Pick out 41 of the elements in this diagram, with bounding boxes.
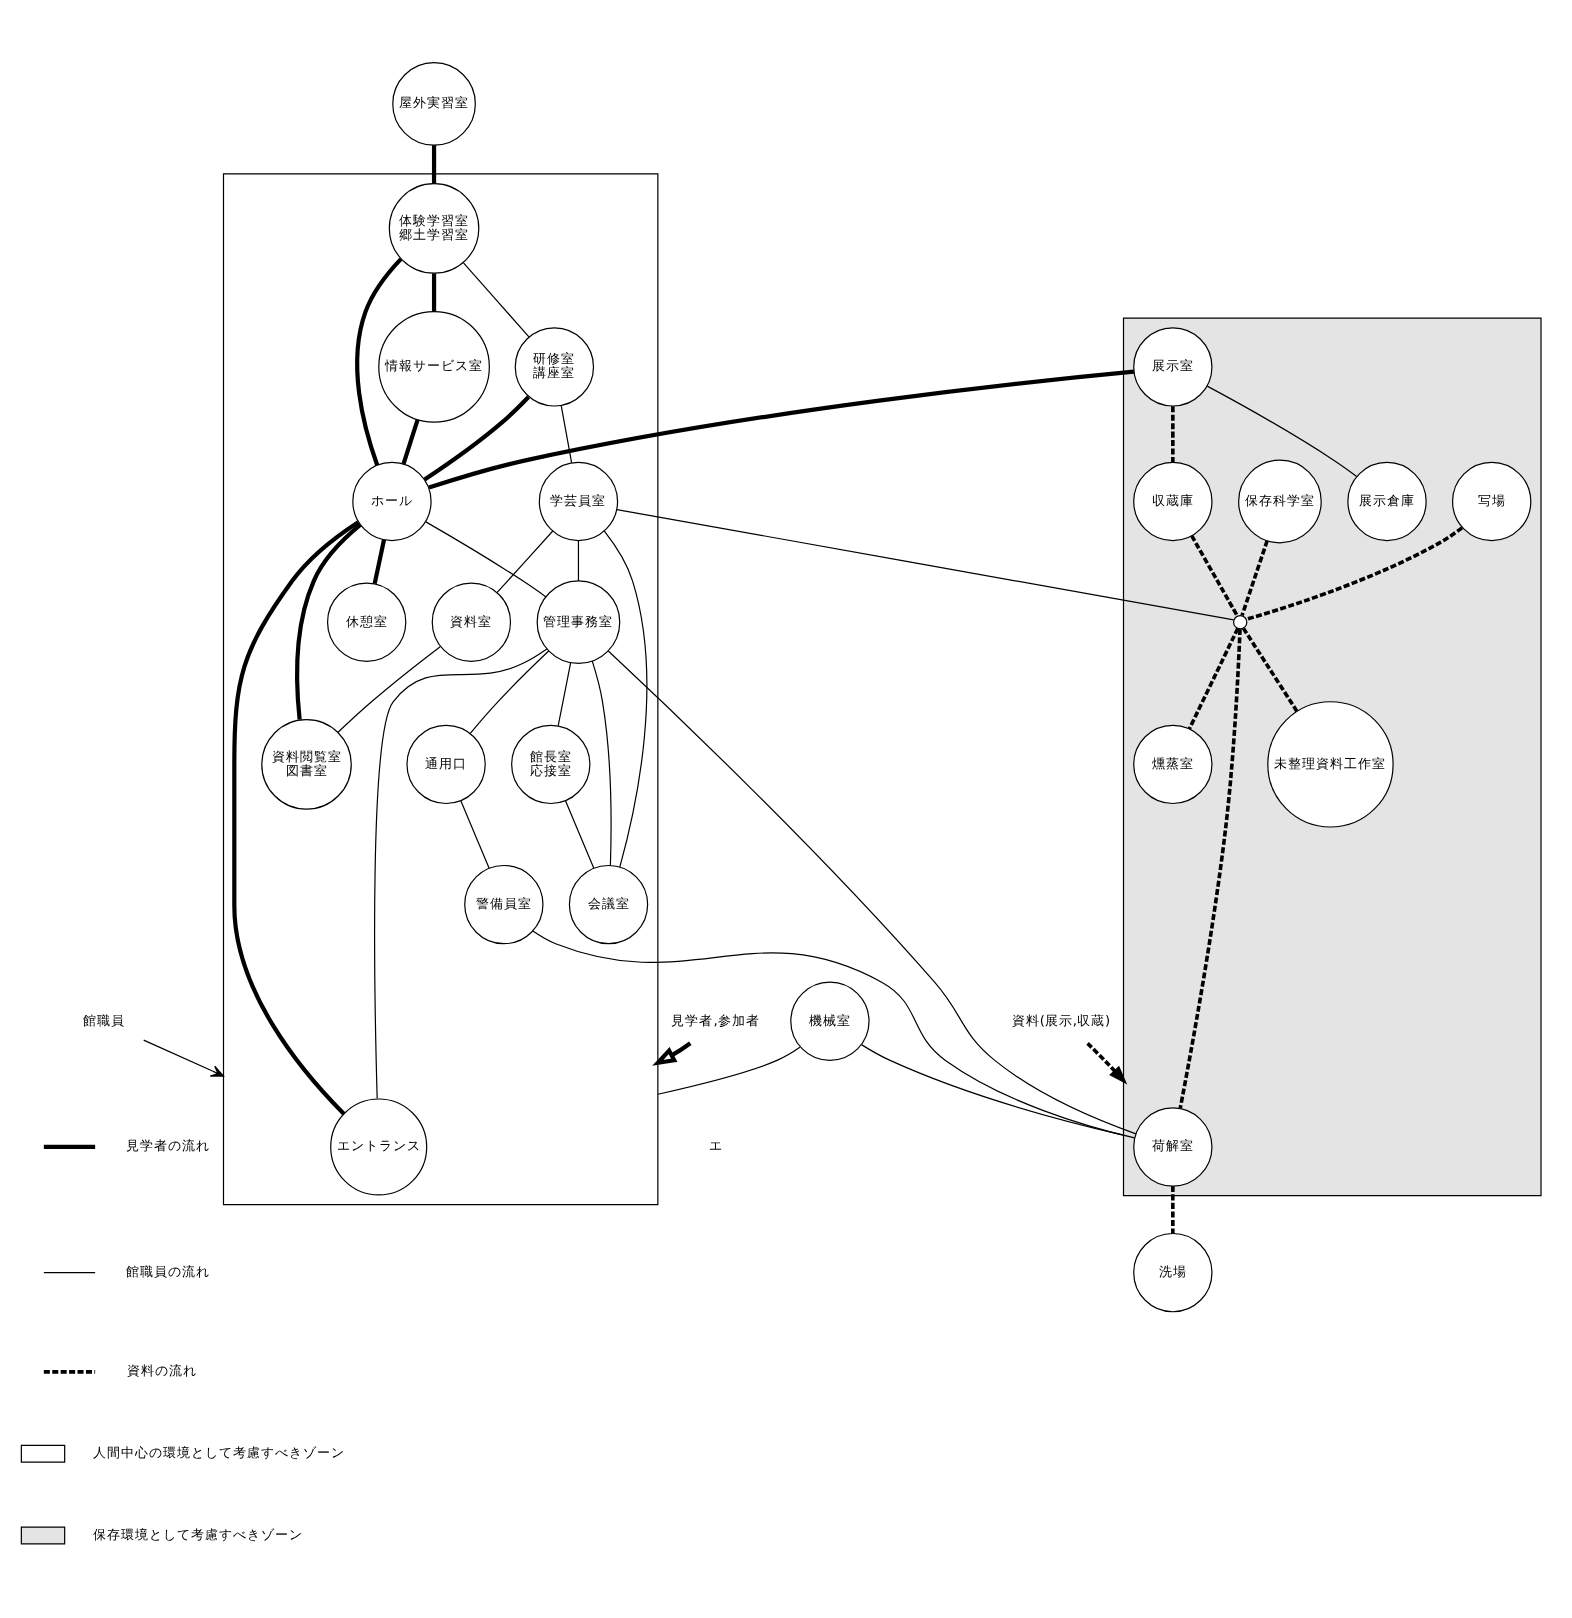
connector <box>355 256 403 465</box>
connector <box>431 144 437 183</box>
connector <box>460 799 490 868</box>
arrow <box>1086 1041 1128 1084</box>
connector <box>607 649 1137 1134</box>
connector <box>1171 405 1175 462</box>
connector <box>431 272 437 311</box>
connector <box>591 659 612 865</box>
connector <box>1245 525 1464 620</box>
connector <box>428 368 1134 489</box>
connector <box>1241 626 1299 712</box>
connector <box>401 417 420 464</box>
arrow <box>143 1038 225 1076</box>
connector <box>1171 1185 1175 1233</box>
connector <box>532 929 1136 1138</box>
connector <box>557 661 572 726</box>
connector <box>374 647 548 1099</box>
connector <box>1190 534 1239 617</box>
connector <box>462 261 530 337</box>
connector <box>1187 626 1240 729</box>
connector <box>469 649 550 733</box>
cluster <box>222 172 659 1205</box>
connector <box>232 519 360 1115</box>
arrow <box>652 1040 692 1065</box>
connector <box>577 539 580 581</box>
node-circle <box>1233 613 1248 629</box>
connector <box>423 394 530 481</box>
connector <box>496 529 554 593</box>
connector <box>657 1045 801 1094</box>
connector <box>295 522 362 719</box>
cluster <box>1122 316 1542 1196</box>
connector <box>560 404 573 463</box>
connector <box>337 645 441 732</box>
connector <box>603 529 648 867</box>
connector <box>425 520 547 597</box>
connector <box>616 507 1235 620</box>
connector <box>1178 628 1242 1108</box>
connector <box>564 799 595 868</box>
connector <box>372 538 387 584</box>
connector <box>1240 539 1269 615</box>
connector <box>1206 384 1358 476</box>
